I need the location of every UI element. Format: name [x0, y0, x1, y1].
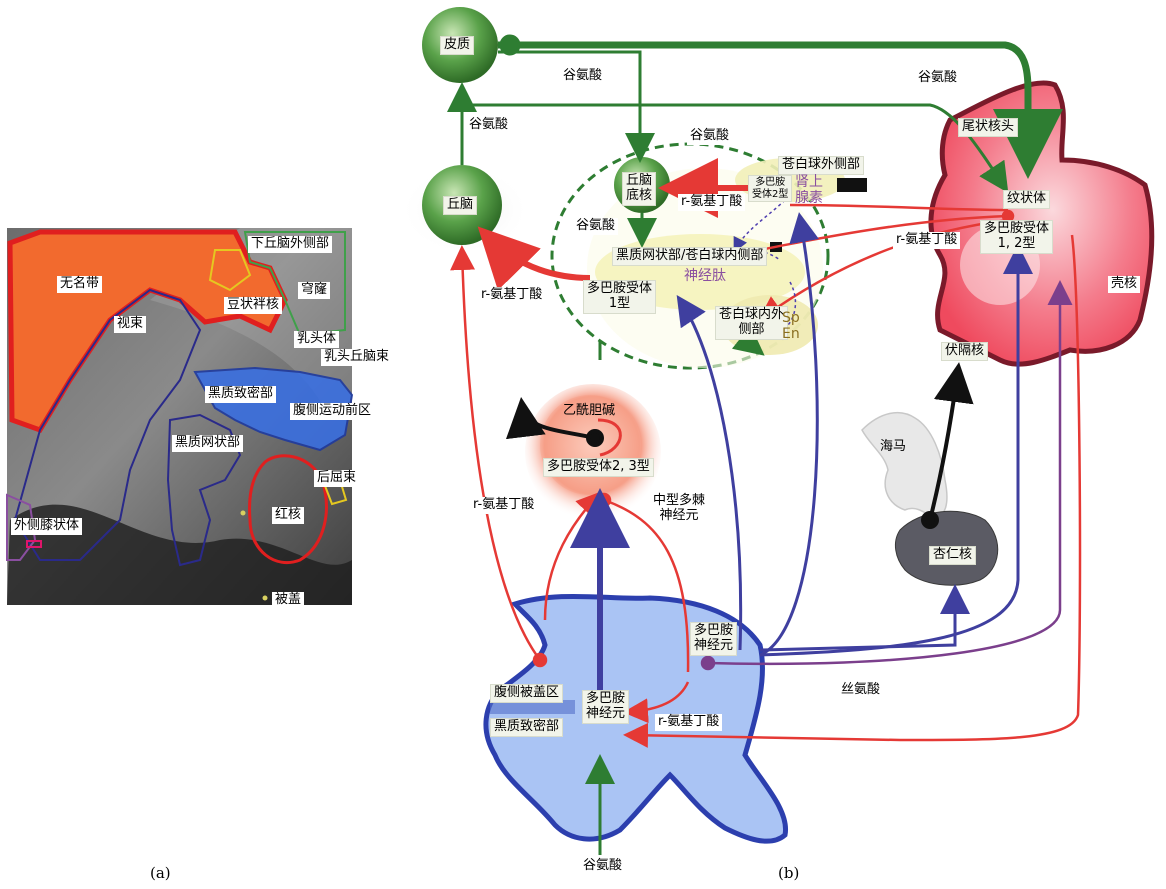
- node-snc-b: 黑质致密部: [490, 718, 563, 737]
- node-da-neuron-b: 多巴胺 神经元: [690, 622, 737, 656]
- node-sp: Sp: [782, 310, 800, 326]
- node-enk-line2: 腺素: [795, 190, 823, 206]
- node-msn-line1: 中型多棘: [653, 494, 705, 509]
- label-tegmentum: 被盖: [272, 592, 304, 609]
- edge-label-glu-stn: 谷氨酸: [687, 128, 732, 145]
- edge-label-gaba-vta-msn: r-氨基丁酸: [470, 497, 537, 514]
- caption-b: (b): [778, 864, 799, 882]
- node-snr-gpi: 黑质网状部/苍白球内侧部: [612, 247, 767, 266]
- label-mammillary-body: 乳头体: [294, 331, 339, 348]
- label-hypothalamus-lateral: 下丘脑外侧部: [248, 236, 332, 253]
- node-cortex: 皮质: [440, 36, 474, 55]
- edge-label-gaba-gpe-stn: r-氨基丁酸: [678, 194, 745, 211]
- node-gpi: 苍白球内外 侧部: [715, 306, 788, 340]
- node-dr12-line2: 1, 2型: [984, 237, 1049, 252]
- node-caudate: 尾状核头: [958, 118, 1018, 137]
- edge-label-glu-thal-cortex: 谷氨酸: [466, 117, 511, 134]
- edge-label-gaba-snr-thal: r-氨基丁酸: [478, 287, 545, 304]
- edge-label-gaba-striatum: r-氨基丁酸: [893, 232, 960, 249]
- label-snr: 黑质网状部: [172, 435, 243, 452]
- node-stn-line2: 底核: [626, 189, 652, 204]
- node-gpi-line2: 侧部: [719, 323, 784, 338]
- edge-label-glu-cortex-striatum: 谷氨酸: [915, 70, 960, 87]
- label-fornix: 穹窿: [298, 282, 330, 299]
- node-gpe: 苍白球外侧部: [778, 156, 864, 175]
- label-optic-tract: 视束: [114, 316, 146, 333]
- label-lgn: 外侧膝状体: [11, 518, 82, 535]
- node-da-neuron-b-line2: 神经元: [694, 639, 733, 654]
- node-da-neuron-b-line1: 多巴胺: [694, 624, 733, 639]
- node-vta-b: 腹侧被盖区: [490, 684, 563, 703]
- node-nacc: 伏隔核: [941, 342, 988, 361]
- node-d1: 多巴胺受体 1型: [583, 280, 656, 314]
- label-innominate-band: 无名带: [57, 276, 102, 293]
- caption-a: (a): [150, 864, 171, 882]
- label-lenticular-fasciculus: 豆状袢核: [224, 297, 282, 314]
- node-striatum: 纹状体: [1003, 190, 1050, 209]
- edge-label-glu-cortex-stn: 谷氨酸: [560, 68, 605, 85]
- node-d2-line2: 受体2型: [752, 189, 788, 201]
- edge-label-gaba-local: r-氨基丁酸: [655, 714, 722, 731]
- node-d2: 多巴胺 受体2型: [748, 175, 792, 202]
- node-neuropeptide: 神经肽: [684, 268, 726, 284]
- node-enk-line1: 肾上: [795, 174, 823, 190]
- node-hippocampus: 海马: [880, 440, 906, 455]
- node-d2-line1: 多巴胺: [752, 177, 788, 189]
- label-retroflex-bundle: 后屈束: [314, 470, 359, 487]
- node-dr12-line1: 多巴胺受体: [984, 222, 1049, 237]
- node-msn-line2: 神经元: [653, 509, 705, 524]
- node-sp-en: Sp En: [782, 310, 800, 342]
- node-en: En: [782, 326, 800, 342]
- node-stn: 丘脑 底核: [622, 172, 656, 206]
- node-da-neuron-a-line1: 多巴胺: [586, 692, 625, 707]
- node-thalamus: 丘脑: [443, 196, 477, 215]
- node-putamen: 壳核: [1108, 276, 1140, 293]
- label-snc: 黑质致密部: [205, 386, 276, 403]
- node-enkephalin: 肾上 腺素: [795, 174, 823, 206]
- edge-label-glu-input: 谷氨酸: [580, 858, 625, 875]
- label-vta: 腹侧运动前区: [290, 403, 374, 420]
- label-mammillothalamic-tract: 乳头丘脑束: [321, 349, 392, 366]
- node-da-neuron-a: 多巴胺 神经元: [582, 690, 629, 724]
- edge-label-serine: 丝氨酸: [838, 682, 883, 699]
- node-ach: 乙酰胆碱: [563, 404, 615, 419]
- label-red-nucleus: 红核: [272, 507, 304, 524]
- node-msn: 中型多棘 神经元: [653, 494, 705, 524]
- node-da-neuron-a-line2: 神经元: [586, 707, 625, 722]
- node-stn-line1: 丘脑: [626, 174, 652, 189]
- node-d1-line2: 1型: [587, 297, 652, 312]
- node-d1-line1: 多巴胺受体: [587, 282, 652, 297]
- node-amygdala: 杏仁核: [929, 546, 976, 565]
- node-dr12: 多巴胺受体 1, 2型: [980, 220, 1053, 254]
- node-dr23: 多巴胺受体2, 3型: [543, 458, 654, 477]
- edge-label-glu-loop: 谷氨酸: [573, 218, 618, 235]
- node-gpi-line1: 苍白球内外: [719, 308, 784, 323]
